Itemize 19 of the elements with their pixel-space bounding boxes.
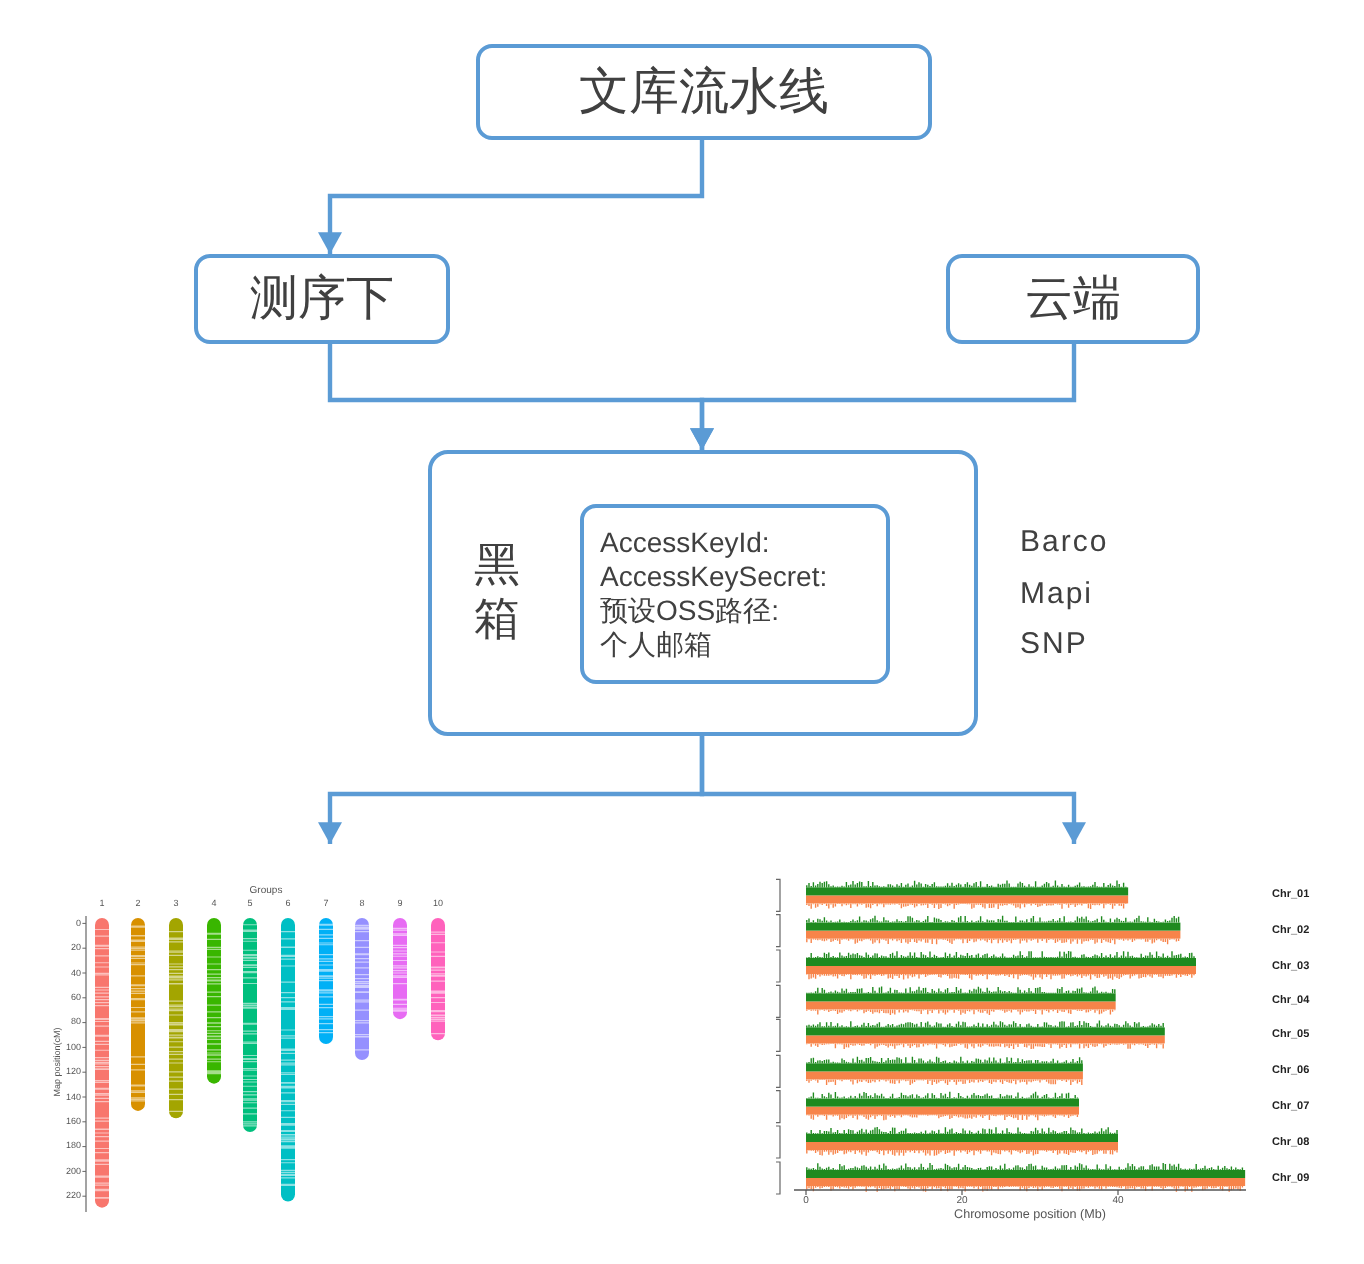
field-label: 个人邮箱 xyxy=(600,628,712,662)
node-text: 黑箱 xyxy=(474,538,522,646)
arrow xyxy=(699,736,1086,844)
process-box xyxy=(946,254,1200,344)
process-box xyxy=(476,44,932,140)
side-note: Mapi xyxy=(1020,579,1094,609)
arrow xyxy=(690,344,1077,450)
field-label: AccessKeySecret: xyxy=(600,560,828,594)
inner-box xyxy=(580,504,890,684)
node-text: 测序下 xyxy=(250,271,394,327)
field-label: AccessKeyId: xyxy=(600,526,770,560)
node-text: 云端 xyxy=(1025,271,1121,327)
side-note: SNP xyxy=(1020,629,1088,659)
field-label: 预设OSS路径: xyxy=(600,594,779,628)
process-box xyxy=(194,254,450,344)
node-text: 文库流水线 xyxy=(579,63,829,121)
arrow xyxy=(318,140,705,254)
side-note: Barco xyxy=(1020,527,1109,557)
container-box xyxy=(428,450,978,736)
